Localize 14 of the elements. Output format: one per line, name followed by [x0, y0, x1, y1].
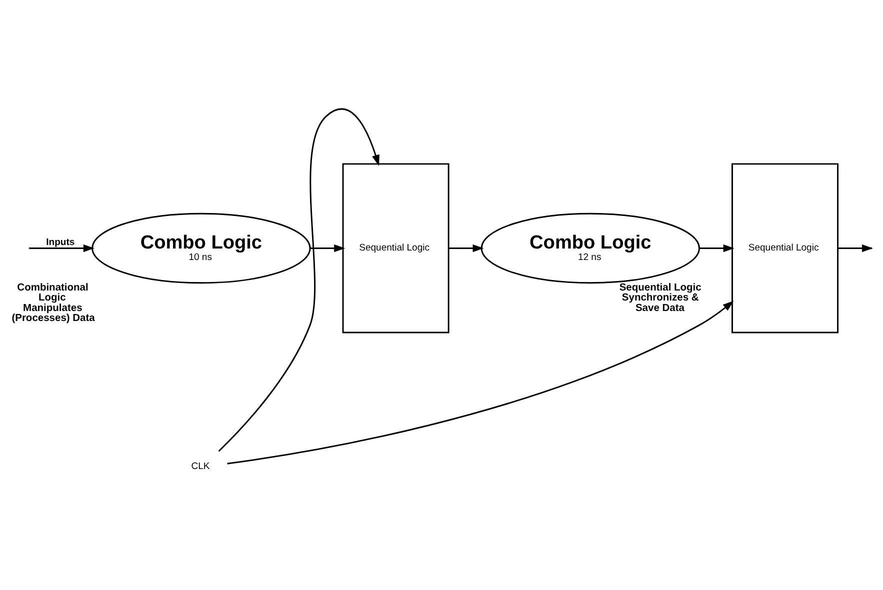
- arrow: [699, 244, 734, 252]
- node-box: Sequential Logic: [732, 162, 839, 333]
- arrow: [310, 244, 346, 252]
- node-label: Combinational Logic Manipulates (Processes) Data: [12, 282, 95, 324]
- arrow: [448, 244, 484, 252]
- node-label: Sequential Logic Synchronizes & Save Data: [619, 282, 702, 314]
- arrow: [227, 300, 734, 464]
- node-box: Sequential Logic: [342, 162, 450, 333]
- node-ellipse: Combo Logic 12 ns: [480, 212, 700, 284]
- node-text: CLK: [191, 460, 210, 472]
- edge-label: Inputs: [46, 236, 75, 248]
- arrow: [218, 108, 380, 452]
- arrow: [30, 244, 94, 252]
- node-ellipse: Combo Logic 10 ns: [92, 212, 311, 284]
